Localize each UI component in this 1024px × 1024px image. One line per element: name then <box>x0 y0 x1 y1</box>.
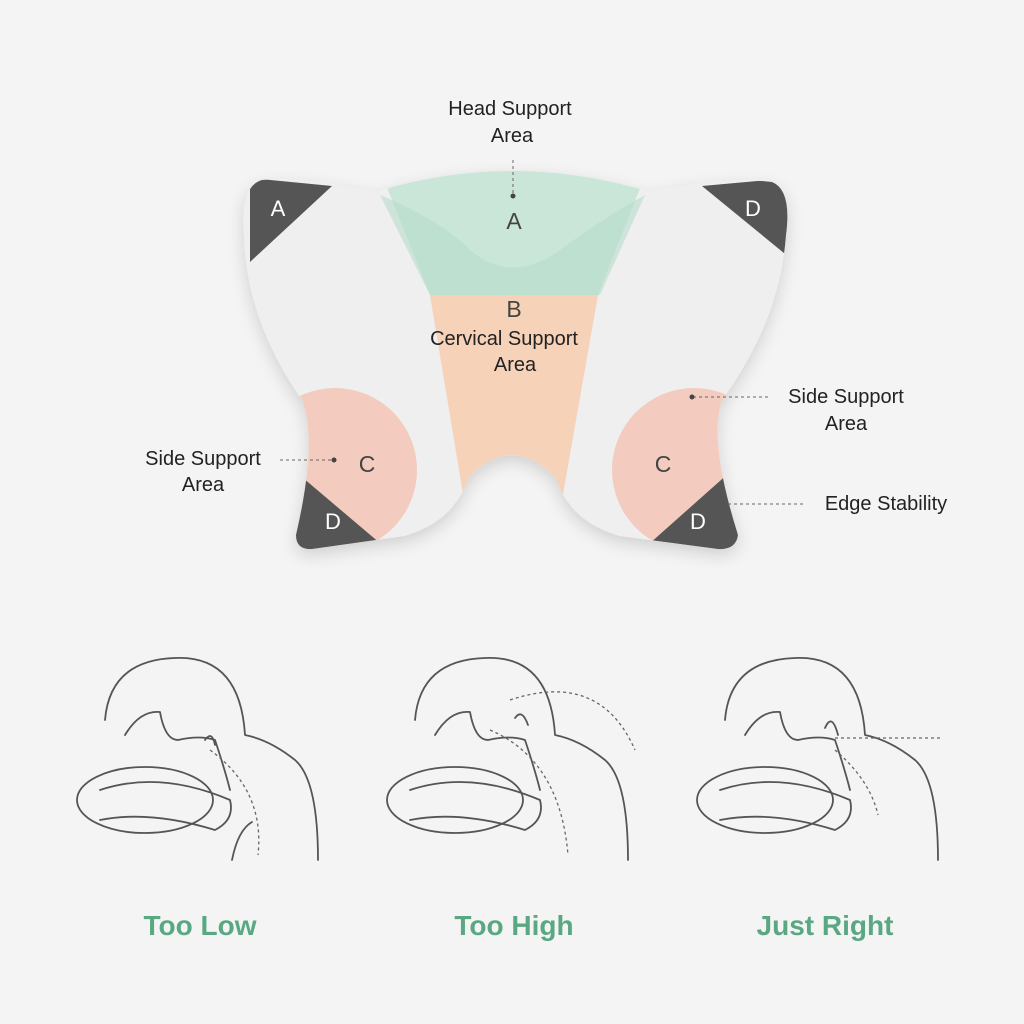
cervical-support-label-2: Area <box>494 354 537 376</box>
zone-label-c-left: C <box>359 451 376 477</box>
zone-label-c-right: C <box>655 451 672 477</box>
side-support-right-label-2: Area <box>825 413 868 435</box>
zone-label-a: A <box>506 208 522 234</box>
zone-label-d-top-right: D <box>745 196 761 221</box>
zone-label-d-bottom-left: D <box>325 509 341 534</box>
side-support-right-label: Side Support <box>788 386 904 408</box>
caption-just-right: Just Right <box>757 910 894 941</box>
figure-too-high <box>386 657 636 861</box>
head-support-label-2: Area <box>491 125 534 147</box>
edge-stability-label: Edge Stability <box>825 493 947 515</box>
zone-label-b: B <box>506 296 521 322</box>
zone-label-a-corner: A <box>271 196 286 221</box>
cervical-support-zone <box>430 295 598 500</box>
side-support-left-label: Side Support <box>145 448 261 470</box>
edge-zone-bottom-left <box>290 472 388 550</box>
cervical-support-label: Cervical Support <box>430 328 578 350</box>
pillow: A D D D A B C C <box>243 171 788 550</box>
edge-zone-top-right <box>702 178 788 258</box>
side-support-left-label-2: Area <box>182 474 225 496</box>
caption-too-low: Too Low <box>144 910 257 941</box>
zone-label-d-bottom-right: D <box>690 509 706 534</box>
edge-zone-bottom-right <box>640 472 740 550</box>
caption-too-high: Too High <box>454 910 573 941</box>
figure-just-right <box>696 657 942 861</box>
figure-too-low <box>76 657 319 861</box>
head-support-label: Head Support <box>448 98 572 120</box>
edge-zone-top-left <box>250 178 332 262</box>
